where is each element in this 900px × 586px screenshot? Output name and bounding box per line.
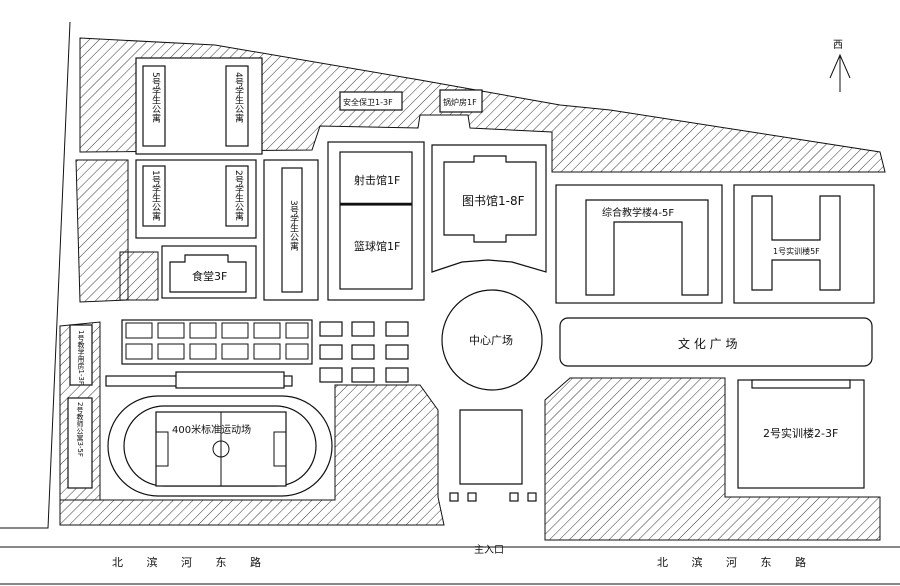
dorm-2-building <box>225 165 249 227</box>
basketball-hall-label: 篮球馆1F <box>354 239 400 253</box>
teaching-building-label: 综合教学楼4-5F <box>602 206 674 219</box>
library-label: 图书馆1-8F <box>462 193 525 208</box>
dorm-4-building <box>225 65 249 147</box>
dorm-3-building <box>281 167 303 293</box>
culture-plaza-label: 文 化 广 场 <box>678 336 737 351</box>
shooting-hall <box>339 151 413 205</box>
road-label-left: 北 滨 河 东 路 <box>112 555 271 569</box>
sports-courts <box>121 319 409 383</box>
library-building <box>443 155 537 243</box>
hatched-small-plot <box>119 251 159 301</box>
hatched-green-southeast <box>544 377 881 541</box>
dorm-tall-2-building <box>67 397 93 489</box>
dorm-5-label: 5号学生公寓 <box>150 72 161 124</box>
gate-post <box>467 492 477 502</box>
teaching-building <box>585 199 709 296</box>
shooting-hall-label: 射击馆1F <box>354 173 400 187</box>
office-label: 安全保卫1-3F <box>343 97 393 107</box>
training-2-building <box>737 379 865 489</box>
central-plaza-label: 中心广场 <box>469 333 513 347</box>
dorm-4-label: 4号学生公寓 <box>233 72 244 124</box>
gate-post <box>527 492 537 502</box>
canteen-building <box>169 254 247 293</box>
boiler-building <box>439 89 483 113</box>
dorm-1-label: 1号学生公寓 <box>150 170 161 222</box>
campus-boundary-left <box>0 21 71 529</box>
dorm-tall-2-label: 2号教师公寓3-5F <box>76 402 84 457</box>
dorm-tall-building <box>69 324 93 386</box>
training-1-label: 1号实训楼5F <box>773 246 820 256</box>
canteen-label: 食堂3F <box>192 269 227 283</box>
stand-building <box>175 371 285 389</box>
gate-post <box>449 492 459 502</box>
north-arrow-label: 西 <box>833 40 843 51</box>
dorm-3-label: 3号学生公寓 <box>288 200 299 252</box>
hatched-green-southwest <box>59 384 445 526</box>
north-arrow-icon: 西 <box>829 40 851 92</box>
central-plaza <box>441 289 543 391</box>
boiler-label: 锅炉房1F <box>443 97 477 107</box>
track-label: 400米标准运动场 <box>172 423 251 436</box>
dorm-2-label: 2号学生公寓 <box>233 170 244 222</box>
basketball-hall <box>339 204 413 290</box>
culture-plaza <box>559 317 873 367</box>
gate-post <box>509 492 519 502</box>
office-building <box>339 91 403 111</box>
dorm-tall-label: 1号教学用房1-3F <box>77 330 85 385</box>
dorm-5-building <box>142 65 166 147</box>
training-1-building <box>751 195 841 291</box>
dorm-1-building <box>142 165 166 227</box>
road-label-right: 北 滨 河 东 路 <box>657 555 816 569</box>
training-2-label: 2号实训楼2-3F <box>763 426 838 440</box>
entrance-plaza <box>459 409 523 485</box>
main-entrance-label: 主入口 <box>474 544 504 556</box>
